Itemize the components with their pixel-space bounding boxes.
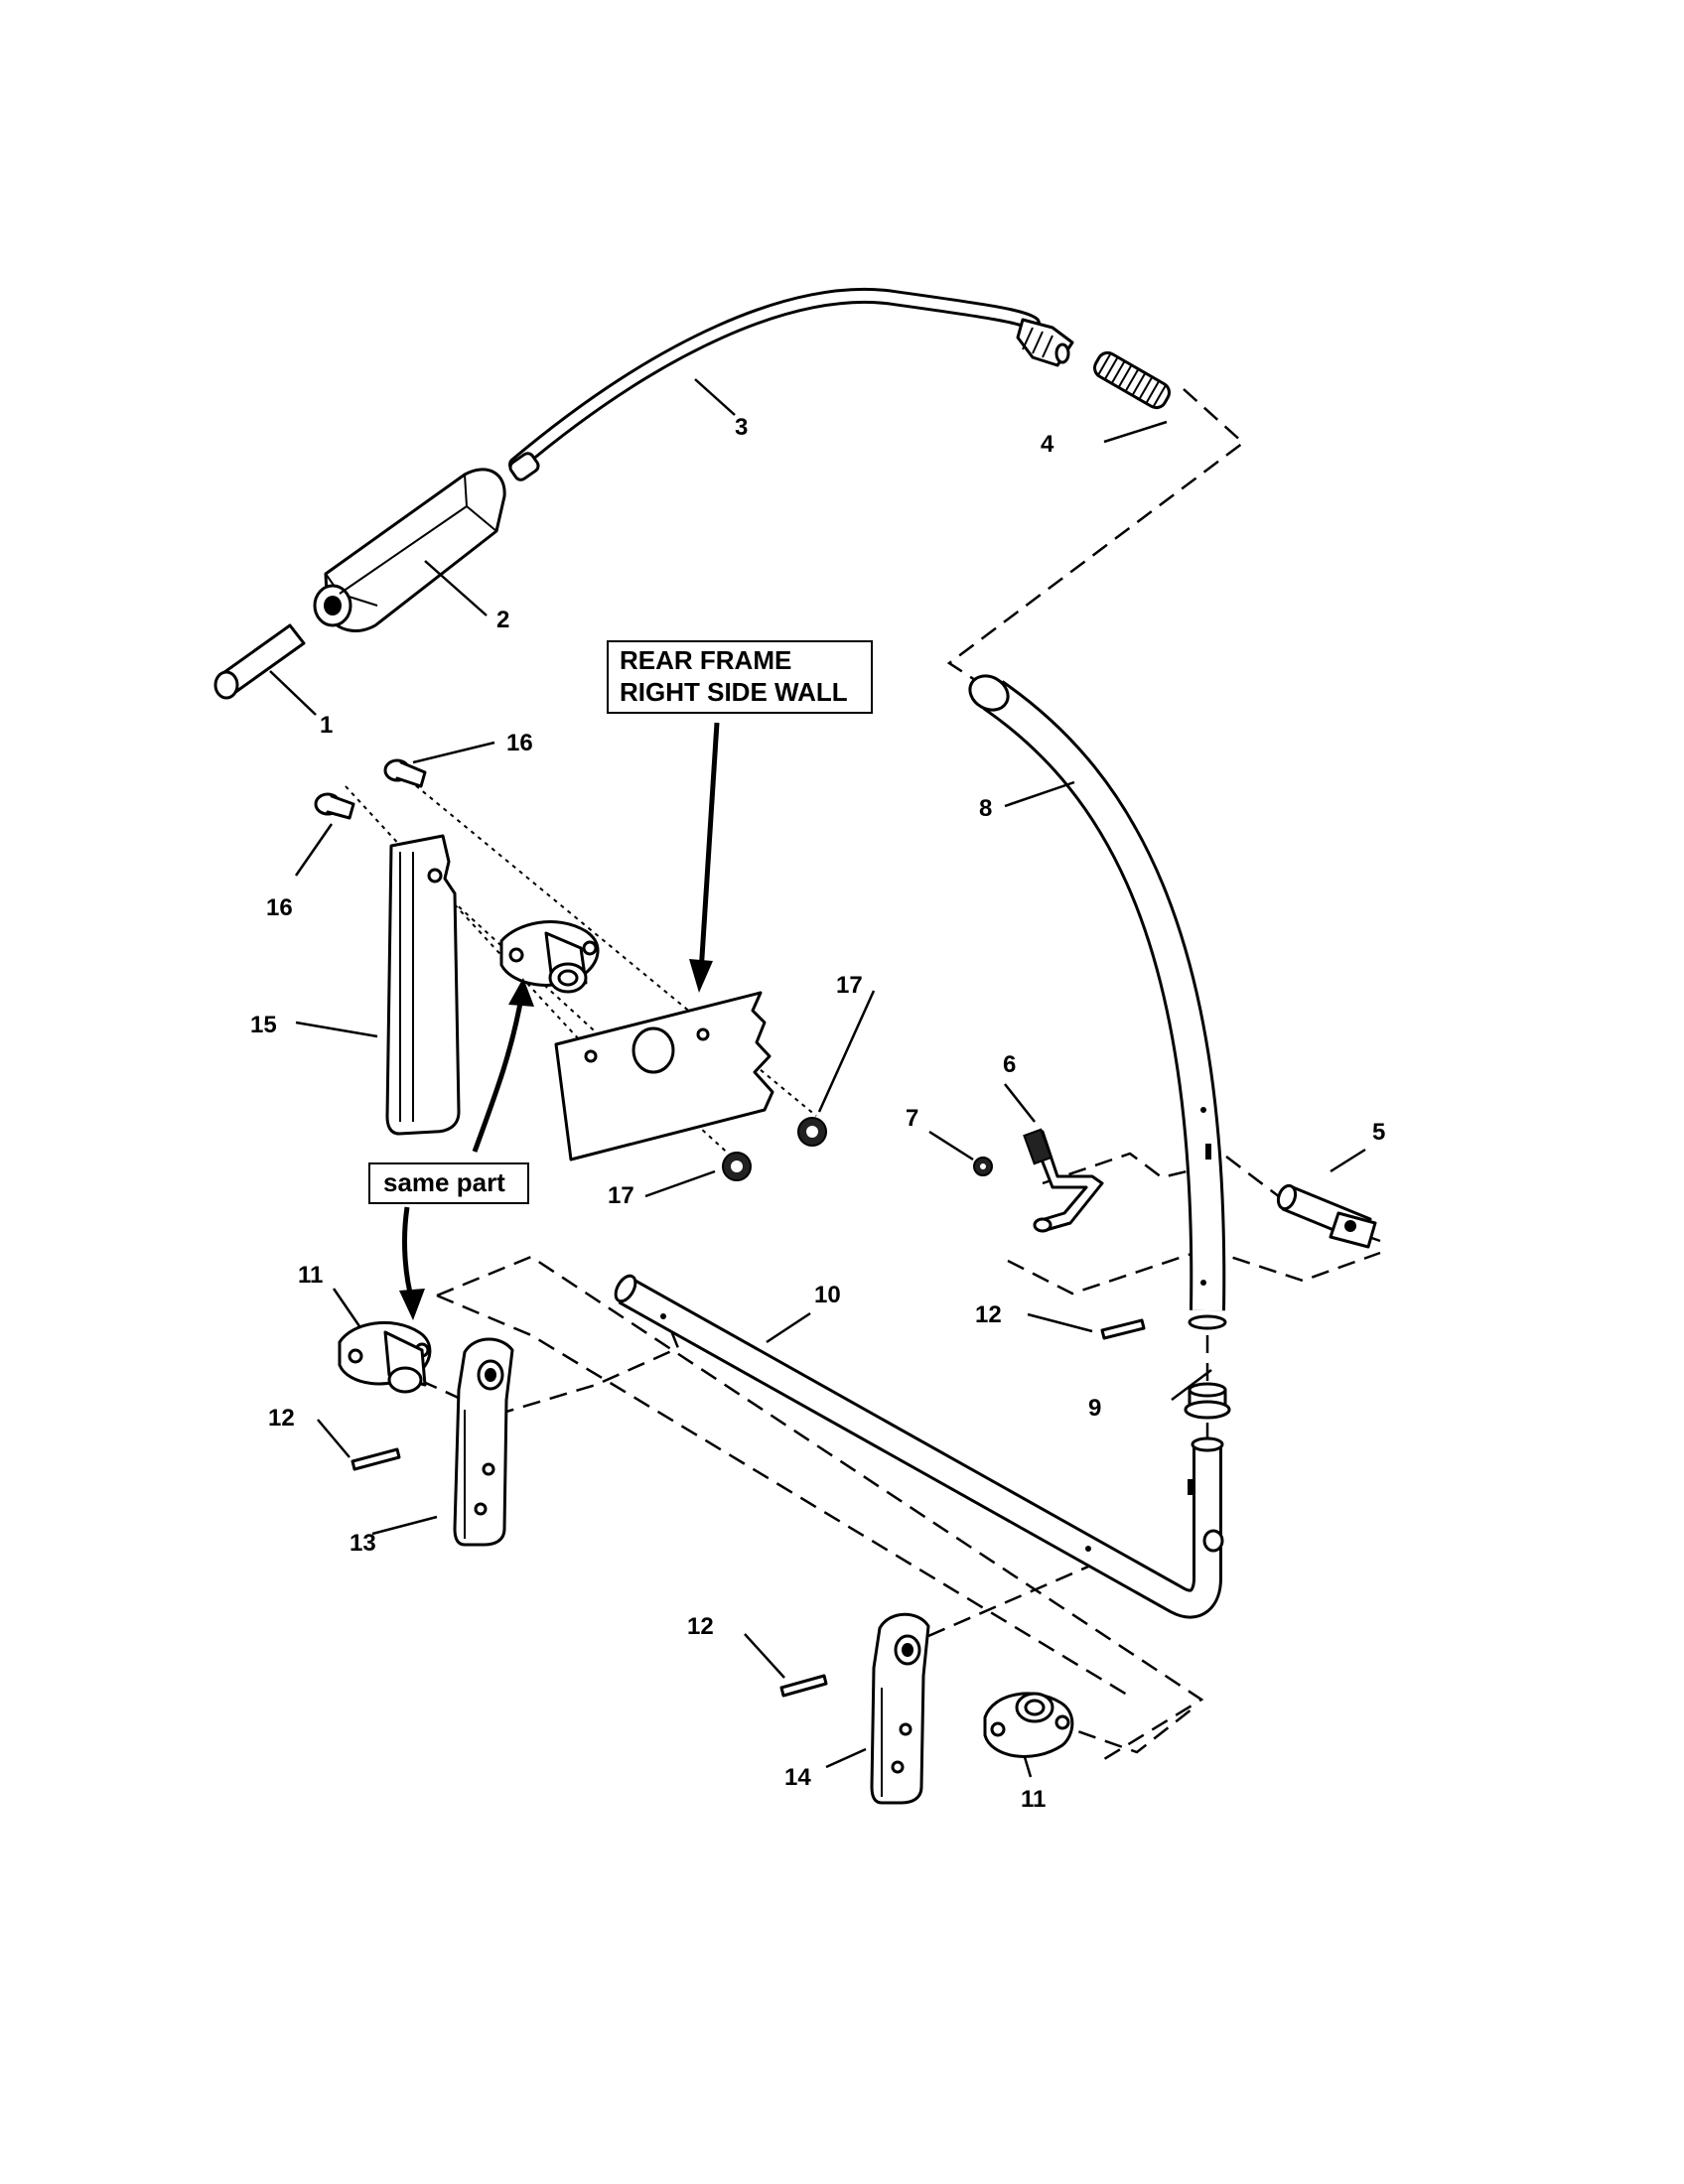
roll-pin-part-12-c: [779, 1674, 828, 1698]
nut-part-17-a: [797, 1117, 827, 1147]
label-part-17-upper: 17: [836, 972, 863, 999]
pin-part-5: [1276, 1183, 1377, 1249]
label-part-17-lower: 17: [608, 1182, 634, 1209]
rear-frame-line2: RIGHT SIDE WALL: [620, 677, 848, 707]
bearing-flange-part-11-left: [338, 1320, 432, 1394]
plate-part-15: [385, 834, 461, 1136]
label-part-8: 8: [979, 795, 992, 822]
arm-part-14: [870, 1612, 930, 1805]
rear-frame-wall: [554, 991, 774, 1161]
bolt-part-16-a: [314, 792, 355, 820]
same-part-box: [368, 1162, 529, 1204]
part-labels: 1 2 3 4 5 6 7 8 9 10 11 11 12 12 12 13 1…: [250, 414, 1385, 1813]
label-part-15: 15: [250, 1012, 277, 1038]
label-part-2: 2: [496, 607, 509, 633]
nut-part-7: [973, 1157, 993, 1176]
rod-part-8: [968, 674, 1227, 1330]
rear-frame-line1: REAR FRAME: [620, 645, 791, 675]
same-part-arrowhead-down: [399, 1289, 425, 1320]
label-part-14: 14: [784, 1764, 811, 1791]
label-part-16-lower: 16: [266, 894, 293, 921]
same-part-arrowhead-up: [508, 978, 534, 1007]
label-part-12-bottom: 12: [687, 1613, 714, 1640]
nut-part-17-b: [722, 1152, 752, 1181]
pin-part-1: [213, 623, 306, 700]
bearing-flange-part-11-right: [983, 1692, 1074, 1758]
cable-part-3: [508, 287, 1074, 481]
label-part-12-right: 12: [975, 1301, 1002, 1328]
label-part-4: 4: [1041, 431, 1054, 458]
handle-grip-part-2: [313, 468, 506, 632]
leader-lines: [269, 378, 1366, 1778]
rod-part-10: [614, 1274, 1224, 1619]
callout-same-part: same part: [368, 978, 534, 1320]
label-part-16-upper: 16: [506, 730, 533, 756]
bearing-flange-upper: [499, 920, 600, 994]
label-part-3: 3: [735, 414, 748, 441]
bolt-part-16-b: [383, 758, 427, 788]
label-part-13: 13: [350, 1530, 376, 1557]
bracket-part-6: [1023, 1128, 1104, 1233]
label-part-5: 5: [1372, 1119, 1385, 1146]
label-part-10: 10: [814, 1282, 841, 1308]
arm-part-13: [453, 1337, 514, 1547]
label-part-7: 7: [906, 1105, 918, 1132]
label-part-12-left: 12: [268, 1405, 295, 1432]
same-part-text: same part: [383, 1167, 505, 1197]
label-part-11-lower: 11: [1021, 1786, 1046, 1813]
rear-frame-box: [607, 640, 873, 714]
label-part-11-upper: 11: [298, 1262, 323, 1289]
rear-frame-arrowhead: [689, 959, 713, 993]
roll-pin-part-12-b: [351, 1447, 401, 1471]
callout-rear-frame: REAR FRAME RIGHT SIDE WALL: [607, 640, 873, 993]
label-part-1: 1: [320, 712, 333, 739]
bushing-part-9: [1184, 1382, 1231, 1420]
roll-pin-part-12-a: [1100, 1318, 1146, 1340]
label-part-9: 9: [1088, 1395, 1101, 1422]
spring-part-4: [1093, 350, 1171, 410]
label-part-6: 6: [1003, 1051, 1016, 1078]
